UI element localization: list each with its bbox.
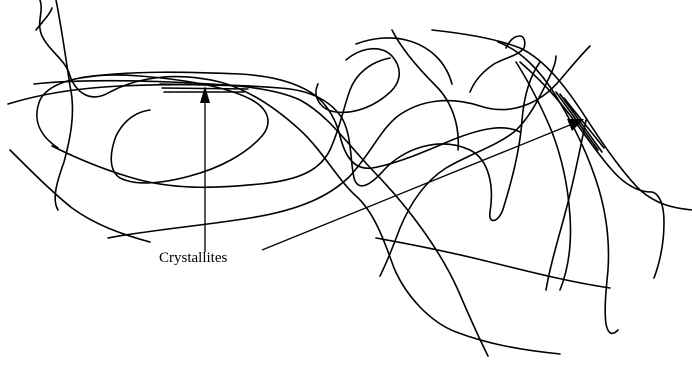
- polymer-chain-20: [546, 120, 586, 290]
- polymer-chain-21: [36, 8, 52, 30]
- polymer-chain-7: [10, 150, 150, 242]
- polymer-chain-3: [55, 0, 72, 210]
- crystallites-label: Crystallites: [159, 250, 227, 267]
- polymer-chain-16: [376, 238, 610, 288]
- polymer-chain-14: [498, 42, 618, 333]
- crystallite-pointer-right: [262, 125, 570, 250]
- polymer-chain-12: [356, 38, 452, 84]
- polymer-chain-8: [52, 58, 390, 187]
- polymer-chain-4: [34, 81, 488, 356]
- polymer-chain-5: [80, 72, 520, 168]
- polymer-chain-13: [432, 30, 692, 210]
- polymer-chain-2: [8, 62, 540, 221]
